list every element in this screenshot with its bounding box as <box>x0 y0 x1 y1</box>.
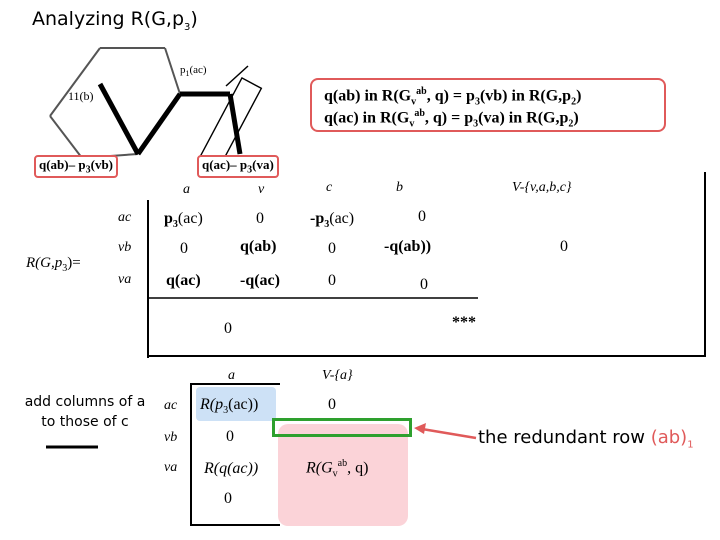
cell-vb-c: 0 <box>328 240 336 257</box>
cell-ac-b: 0 <box>418 208 426 225</box>
callout-line-1: q(ab) in R(Gvab, q) = p3(vb) in R(G,p2) <box>324 86 582 108</box>
col-label-c: c <box>326 180 333 195</box>
cell-va-a: q(ac) <box>166 272 201 289</box>
edge-right <box>164 47 181 95</box>
title-close: ) <box>190 8 198 30</box>
graph-diagram: p1(ac) 11(b) <box>49 47 263 167</box>
cell-vb-a: 0 <box>180 240 188 257</box>
cell-ac-a: p3(ac) <box>164 210 203 231</box>
pointer-line <box>225 65 249 87</box>
cell-va-c: 0 <box>328 272 336 289</box>
vertex-b-label: 11(b) <box>68 89 94 103</box>
blue-highlight-cell <box>196 387 276 421</box>
reduced-row-label-vb: vb <box>164 430 178 445</box>
row-label-ac: ac <box>118 210 132 225</box>
vertex-ac-label: p1(ac) <box>180 64 207 78</box>
edge-highlight-frame <box>199 77 263 167</box>
row-label-va: va <box>118 272 132 287</box>
edge-label-right: q(ac)– p3(va) <box>197 155 279 178</box>
block-right-zero: 0 <box>560 238 568 255</box>
block-bottom-zero: 0 <box>224 320 232 337</box>
reduced-row-label-va: va <box>164 460 178 475</box>
cell-va-b: 0 <box>420 276 428 293</box>
pink-block-label: R(Gvab, q) <box>306 458 369 480</box>
cell-ac-c: -p3(ac) <box>310 210 355 231</box>
cell-vb-b: -q(ab)) <box>384 238 432 255</box>
matrix-left-bracket <box>147 200 149 358</box>
matrix-divider <box>148 297 478 299</box>
cell-vb-v: q(ab) <box>240 238 277 255</box>
reduced-row-label-ac: ac <box>164 398 178 413</box>
reduced-cell-vb-a: 0 <box>226 428 234 445</box>
operation-note: add columns of a to those of c <box>24 394 146 430</box>
title-text: Analyzing R(G,p <box>32 8 185 30</box>
reduced-cell-ac-a: R(p3(ac)) <box>200 396 259 417</box>
pink-highlight-column <box>278 424 408 526</box>
block-stars: *** <box>452 314 476 331</box>
equivalence-callout: q(ab) in R(Gvab, q) = p3(vb) in R(G,p2) … <box>310 78 666 132</box>
page-title: Analyzing R(G,p3) <box>32 8 198 33</box>
reduced-matrix-frame <box>190 383 280 526</box>
reduced-col-label-rest: V-{a} <box>322 368 353 383</box>
cell-va-v: -q(ac) <box>240 272 280 289</box>
reduced-cell-ac-rest: 0 <box>328 396 336 413</box>
edge-label-left: q(ab)– p3(vb) <box>34 155 118 178</box>
title-subscript: 3 <box>184 21 191 33</box>
callout-line-2: q(ac) in R(Gvab, q) = p3(va) in R(G,p2) <box>324 108 579 130</box>
matrix-frame <box>148 172 706 357</box>
edge-upper-left <box>49 47 101 117</box>
col-label-a: a <box>183 182 190 197</box>
reduced-bottom-zero: 0 <box>224 490 232 507</box>
edge-thick-vb <box>135 92 183 156</box>
note-underline <box>46 445 98 449</box>
reduced-col-label-a: a <box>228 368 235 383</box>
cell-ac-v: 0 <box>256 210 264 227</box>
redundant-row-highlight <box>272 418 412 437</box>
col-label-b: b <box>396 180 403 195</box>
redundant-row-note: the redundant row (ab)1 <box>478 427 694 451</box>
edge-thick-ac <box>227 93 243 155</box>
edge-lower-left <box>49 115 83 159</box>
red-arrow-icon <box>414 423 477 440</box>
reduced-cell-va-a: R(q(ac)) <box>204 460 259 477</box>
edge-thick-ab <box>97 82 141 156</box>
col-label-v: v <box>258 182 265 197</box>
row-label-vb: vb <box>118 240 132 255</box>
col-label-rest: V-{v,a,b,c} <box>512 180 572 195</box>
matrix-name: R(G,p3)= <box>26 255 81 274</box>
